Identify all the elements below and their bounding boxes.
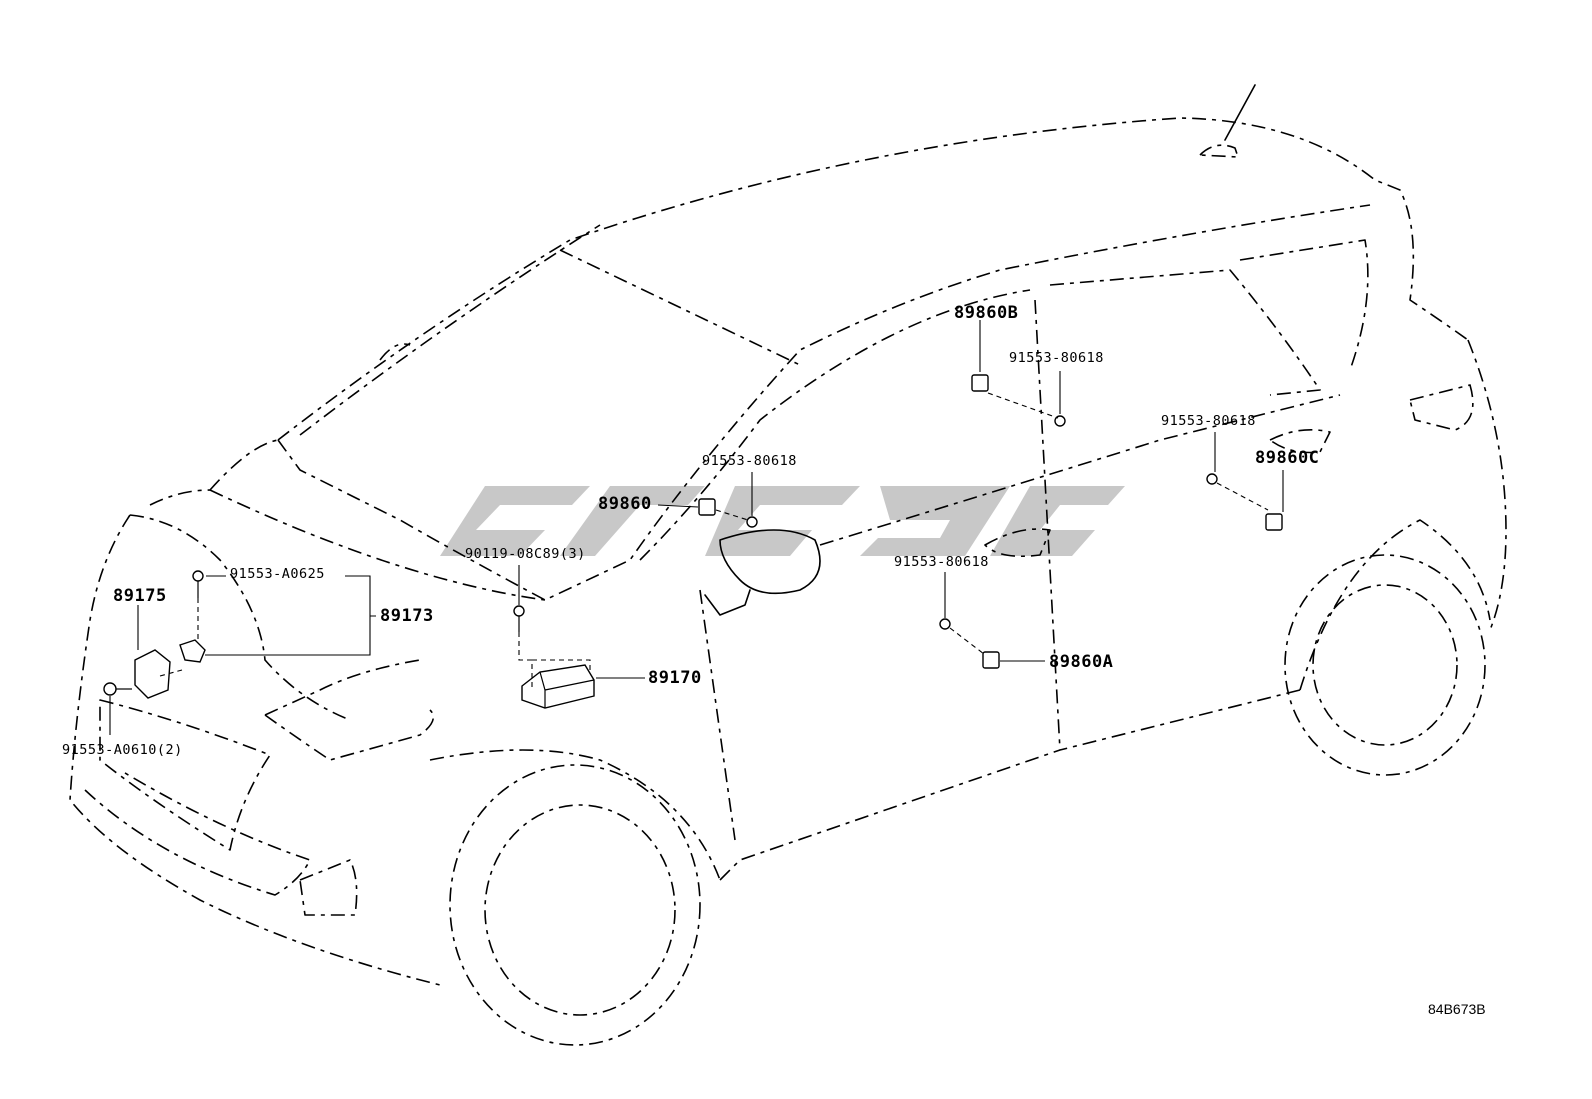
watermark-logo [440,486,1125,556]
label-89175: 89175 [113,586,167,606]
bolt-91553-80618-b [1054,415,1066,427]
label-91553-80618-a: 91553-80618 [894,554,989,570]
bracket-89173 [179,639,206,663]
label-90119-08c89: 90119-08C89(3) [465,546,586,562]
bolt-91553-80618-d [746,516,758,528]
sensor-89860c [1265,513,1283,531]
label-91553-a0610: 91553-A0610(2) [62,742,183,758]
bolt-90119-08c89 [513,605,525,617]
sensor-89860 [698,498,716,516]
bolt-91553-80618-c [1206,473,1218,485]
label-89860c: 89860C [1255,448,1320,468]
sensor-89860a [982,651,1000,669]
sensor-89860b [971,374,989,392]
sensor-89175 [134,649,171,699]
bolt-91553-a0625 [192,570,204,582]
label-91553-80618-b: 91553-80618 [1009,350,1104,366]
label-89860a: 89860A [1049,652,1114,672]
bolt-91553-80618-a [939,618,951,630]
label-91553-a0625: 91553-A0625 [230,566,325,582]
airbag-module-89170 [521,664,595,709]
label-89173: 89173 [380,606,434,626]
label-91553-80618-c: 91553-80618 [1161,413,1256,429]
bolt-91553-a0610 [103,682,117,696]
diagram-code: 84B673B [1428,1001,1486,1017]
label-89860: 89860 [598,494,652,514]
label-89170: 89170 [648,668,702,688]
label-91553-80618-d: 91553-80618 [702,453,797,469]
car-body-outline [69,84,1507,1046]
label-89860b: 89860B [954,303,1019,323]
leader-lines [109,320,1284,735]
parts [103,374,1283,709]
